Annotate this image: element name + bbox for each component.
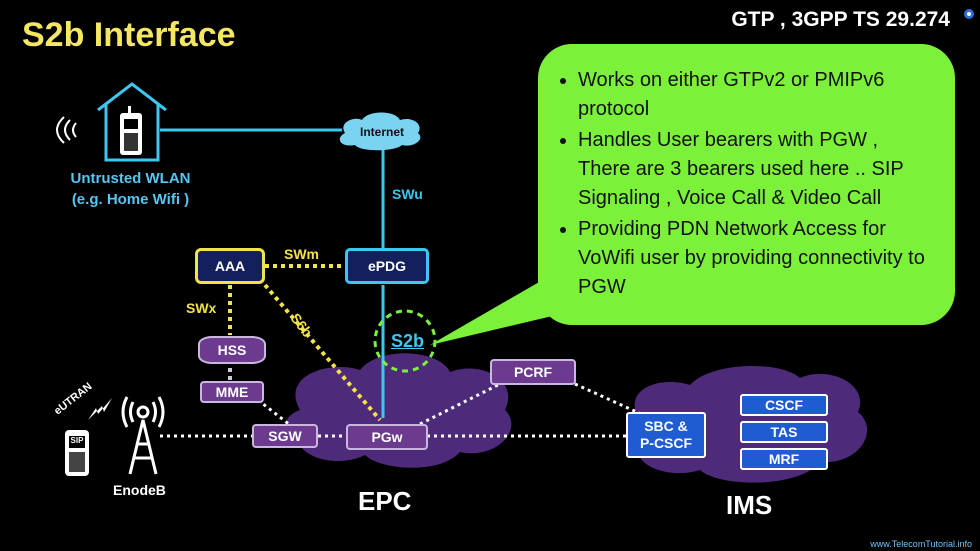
mme-node[interactable]: MME: [200, 381, 264, 403]
ims-label: IMS: [726, 490, 773, 520]
internet-label: Internet: [359, 125, 404, 139]
internet-cloud-shape: [339, 112, 421, 151]
page-title: S2b Interface: [22, 16, 236, 54]
swx-label: SWx: [186, 300, 217, 316]
s2b-marker: [373, 309, 437, 373]
sip-phone-icon: [65, 430, 89, 476]
signal-bolt-icon: [88, 398, 112, 420]
bubble-bullet-1: Works on either GTPv2 or PMIPv6 protocol: [578, 66, 935, 124]
sgw-node[interactable]: SGW: [252, 424, 318, 448]
info-bubble: Works on either GTPv2 or PMIPv6 protocol…: [538, 44, 955, 325]
pgw-node[interactable]: PGw: [346, 424, 428, 450]
mobile-phone-icon: [120, 106, 142, 155]
pcrf-node[interactable]: PCRF: [490, 359, 576, 385]
aaa-node[interactable]: AAA: [195, 248, 265, 284]
house-icon: [97, 82, 167, 162]
hss-node[interactable]: HSS: [198, 336, 266, 364]
cell-tower-icon: [121, 396, 165, 475]
swm-label: SWm: [284, 246, 319, 262]
bubble-bullet-2: Handles User bearers with PGW , There ar…: [578, 126, 935, 213]
epc-label: EPC: [358, 486, 412, 516]
sbc-pcscf-node[interactable]: SBC & P-CSCF: [626, 412, 706, 458]
footer-url[interactable]: www.TelecomTutorial.info: [870, 539, 972, 549]
pcscf-label: P-CSCF: [639, 435, 693, 451]
wlan-label-2: (e.g. Home Wifi ): [71, 191, 190, 208]
mrf-node[interactable]: MRF: [740, 448, 828, 470]
enodeb-label: EnodeB: [113, 482, 166, 498]
logo-icon: [964, 9, 974, 19]
bubble-bullet-3: Providing PDN Network Access for VoWifi …: [578, 215, 935, 302]
header-reference: GTP , 3GPP TS 29.274: [731, 8, 950, 31]
wifi-icon: [56, 116, 77, 144]
epdg-node[interactable]: ePDG: [345, 248, 429, 284]
swu-label: SWu: [392, 186, 423, 202]
cscf-node[interactable]: CSCF: [740, 394, 828, 416]
epc-cloud: [286, 353, 512, 468]
sip-phone-label: SIP: [70, 436, 84, 445]
sbc-label: SBC &: [644, 418, 688, 434]
tas-node[interactable]: TAS: [740, 421, 828, 443]
s2b-label: S2b: [391, 331, 425, 351]
wlan-label-1: Untrusted WLAN: [70, 170, 191, 187]
